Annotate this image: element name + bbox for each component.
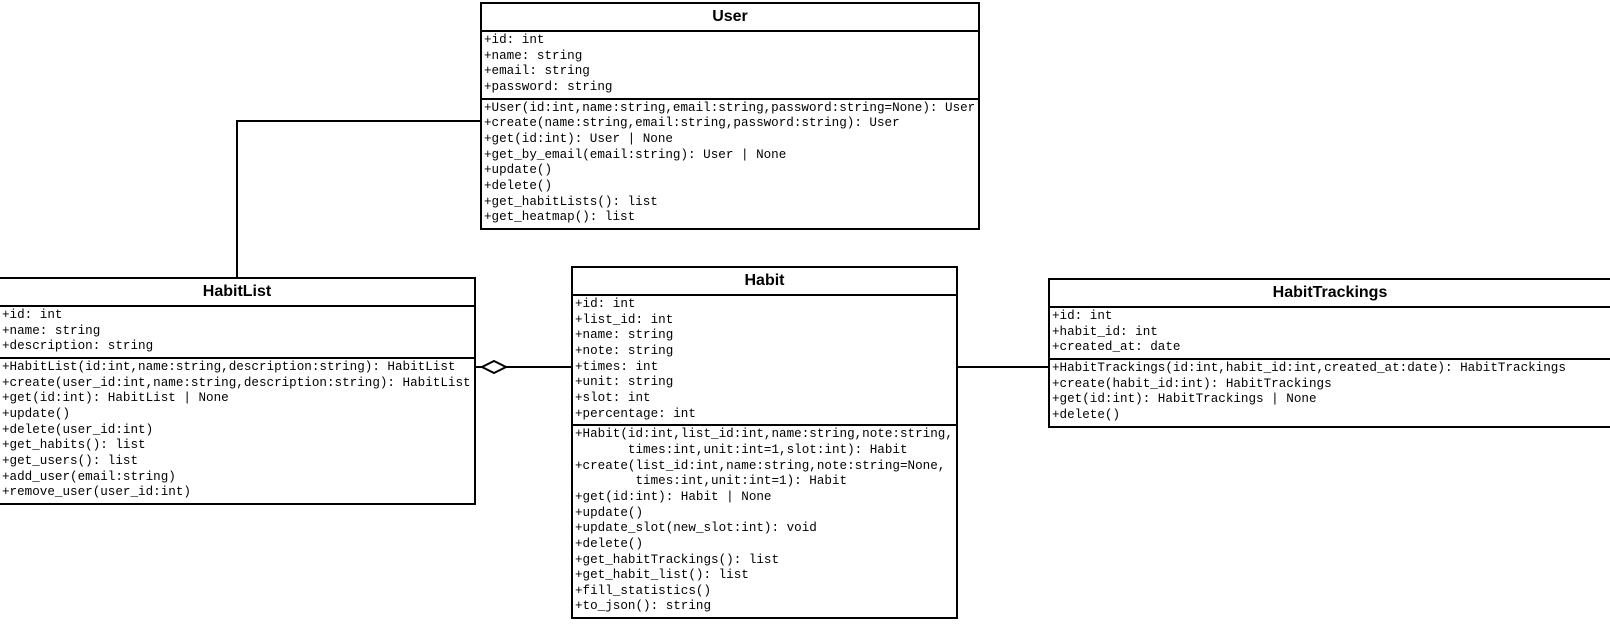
class-box-habittrackings[interactable]: HabitTrackings +id: int +habit_id: int +… — [1048, 278, 1610, 428]
method-row: +create(user_id:int,name:string,descript… — [2, 375, 471, 390]
attribute-row: +note: string — [575, 343, 674, 358]
method-row: +get_by_email(email:string): User | None — [484, 147, 787, 162]
attribute-row: +percentage: int — [575, 406, 696, 421]
method-row: +update() — [484, 163, 553, 178]
method-row: +get_users(): list — [2, 453, 139, 468]
class-separator — [0, 305, 474, 307]
attribute-row: +id: int — [484, 33, 545, 47]
method-row: +get(id:int): HabitTrackings | None — [1052, 392, 1317, 407]
method-row: +get_heatmap(): list — [484, 210, 636, 225]
class-separator — [482, 30, 978, 32]
method-row: +get(id:int): HabitList | None — [2, 391, 229, 406]
attribute-row: +name: string — [484, 48, 583, 63]
connector-user-habitlist-vertical — [236, 120, 238, 279]
attribute-row: +unit: string — [575, 375, 674, 390]
class-box-habitlist[interactable]: HabitList +id: int +name: string +descri… — [0, 277, 476, 505]
attribute-row: +id: int — [575, 297, 636, 311]
method-row: +fill_statistics() — [575, 583, 712, 598]
class-name-habit: Habit — [744, 272, 785, 289]
attribute-row: +list_id: int — [575, 312, 674, 327]
class-separator — [573, 424, 956, 427]
method-row: +create(list_id:int,name:string,note:str… — [575, 458, 946, 473]
method-row: +get_habitTrackings(): list — [575, 552, 780, 567]
connector-habit-habittrackings — [956, 366, 1050, 368]
methods-compartment-user: +User(id:int,name:string,email:string,pa… — [482, 100, 978, 228]
methods-compartment-habit: +Habit(id:int,list_id:int,name:string,no… — [573, 426, 956, 617]
attributes-compartment-user: +id: int +name: string +email: string +p… — [482, 32, 978, 98]
attribute-row: +slot: int — [575, 390, 651, 405]
method-row: +HabitTrackings(id:int,habit_id:int,crea… — [1052, 360, 1566, 375]
attribute-row: +habit_id: int — [1052, 324, 1158, 339]
method-row: +HabitList(id:int,name:string,descriptio… — [2, 359, 456, 374]
class-separator — [573, 294, 956, 296]
method-row: times:int,unit:int=1,slot:int): Habit — [575, 442, 908, 457]
method-row: +delete() — [484, 178, 553, 193]
attribute-row: +password: string — [484, 79, 613, 94]
method-row: +remove_user(user_id:int) — [2, 485, 191, 500]
attribute-row: +name: string — [575, 328, 674, 343]
class-name-user: User — [712, 8, 748, 25]
aggregation-diamond-icon — [481, 360, 507, 374]
method-row: +get(id:int): Habit | None — [575, 489, 772, 504]
attribute-row: +id: int — [2, 308, 63, 322]
attributes-compartment-habittrackings: +id: int +habit_id: int +created_at: dat… — [1050, 308, 1610, 358]
method-row: +add_user(email:string) — [2, 469, 176, 484]
class-separator — [0, 356, 474, 359]
attributes-compartment-habitlist: +id: int +name: string +description: str… — [0, 307, 474, 357]
method-row: +delete(user_id:int) — [2, 422, 154, 437]
method-row: +get(id:int): User | None — [484, 131, 673, 146]
class-separator — [1050, 306, 1610, 308]
attribute-row: +description: string — [2, 339, 154, 354]
class-name-habittrackings: HabitTrackings — [1272, 284, 1388, 301]
attribute-row: +name: string — [2, 323, 101, 338]
method-row: +delete() — [1052, 407, 1121, 422]
method-row: +get_habitLists(): list — [484, 194, 658, 209]
method-row: +get_habits(): list — [2, 438, 146, 453]
method-row: +delete() — [575, 536, 644, 551]
attribute-row: +id: int — [1052, 309, 1113, 323]
method-row: +update() — [2, 406, 71, 421]
class-separator — [482, 97, 978, 100]
method-row: +Habit(id:int,list_id:int,name:string,no… — [575, 427, 953, 442]
method-row: +get_habit_list(): list — [575, 568, 749, 583]
method-row: +update_slot(new_slot:int): void — [575, 521, 817, 536]
method-row: +create(habit_id:int): HabitTrackings — [1052, 376, 1332, 391]
connector-habitlist-habit — [474, 366, 573, 368]
attributes-compartment-habit: +id: int +list_id: int +name: string +no… — [573, 296, 956, 424]
methods-compartment-habittrackings: +HabitTrackings(id:int,habit_id:int,crea… — [1050, 360, 1610, 426]
method-row: times:int,unit:int=1): Habit — [575, 474, 848, 489]
method-row: +update() — [575, 505, 644, 520]
method-row: +create(name:string,email:string,passwor… — [484, 116, 900, 131]
connector-user-habitlist-horizontal — [236, 120, 482, 122]
attribute-row: +created_at: date — [1052, 340, 1181, 355]
class-box-habit[interactable]: Habit +id: int +list_id: int +name: stri… — [571, 266, 958, 620]
attribute-row: +times: int — [575, 359, 659, 374]
class-separator — [1050, 357, 1610, 360]
attribute-row: +email: string — [484, 64, 590, 79]
method-row: +User(id:int,name:string,email:string,pa… — [484, 100, 976, 115]
class-name-habitlist: HabitList — [202, 283, 272, 300]
method-row: +to_json(): string — [575, 599, 712, 614]
methods-compartment-habitlist: +HabitList(id:int,name:string,descriptio… — [0, 359, 474, 503]
class-box-user[interactable]: User +id: int +name: string +email: stri… — [480, 2, 980, 230]
